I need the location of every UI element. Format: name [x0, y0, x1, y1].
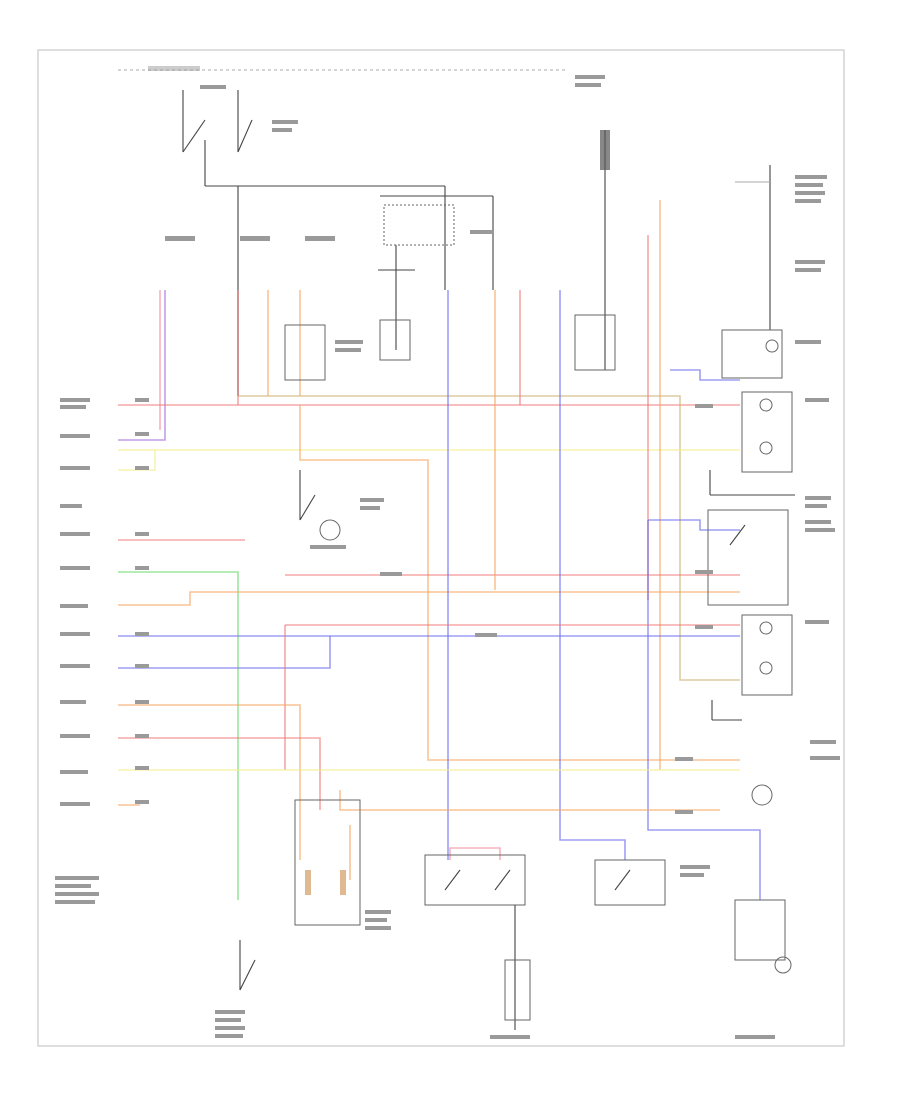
- right-components: [707, 165, 840, 806]
- fuse-label-row: [165, 85, 492, 241]
- center-components: [284, 324, 384, 549]
- ignition-switch-area: [118, 66, 565, 396]
- coil-component: [574, 75, 616, 371]
- solenoid-pack: [294, 799, 361, 926]
- wire-bundle: [118, 200, 761, 900]
- diagram-frame: [37, 49, 845, 1047]
- relay-box: [707, 509, 789, 606]
- neutral-switch: [594, 859, 666, 906]
- right-headlamp: [741, 614, 793, 696]
- pcm-connector-labels: [55, 398, 99, 904]
- green-wire: [118, 571, 239, 900]
- left-headlamp: [741, 391, 793, 473]
- blue-wire-2: [118, 636, 331, 669]
- wire-tags: [135, 398, 713, 814]
- violet-wire: [118, 290, 166, 441]
- kickdown-switch: [424, 854, 526, 906]
- overdrive-switch: [734, 899, 786, 961]
- lower-components: [215, 799, 792, 1039]
